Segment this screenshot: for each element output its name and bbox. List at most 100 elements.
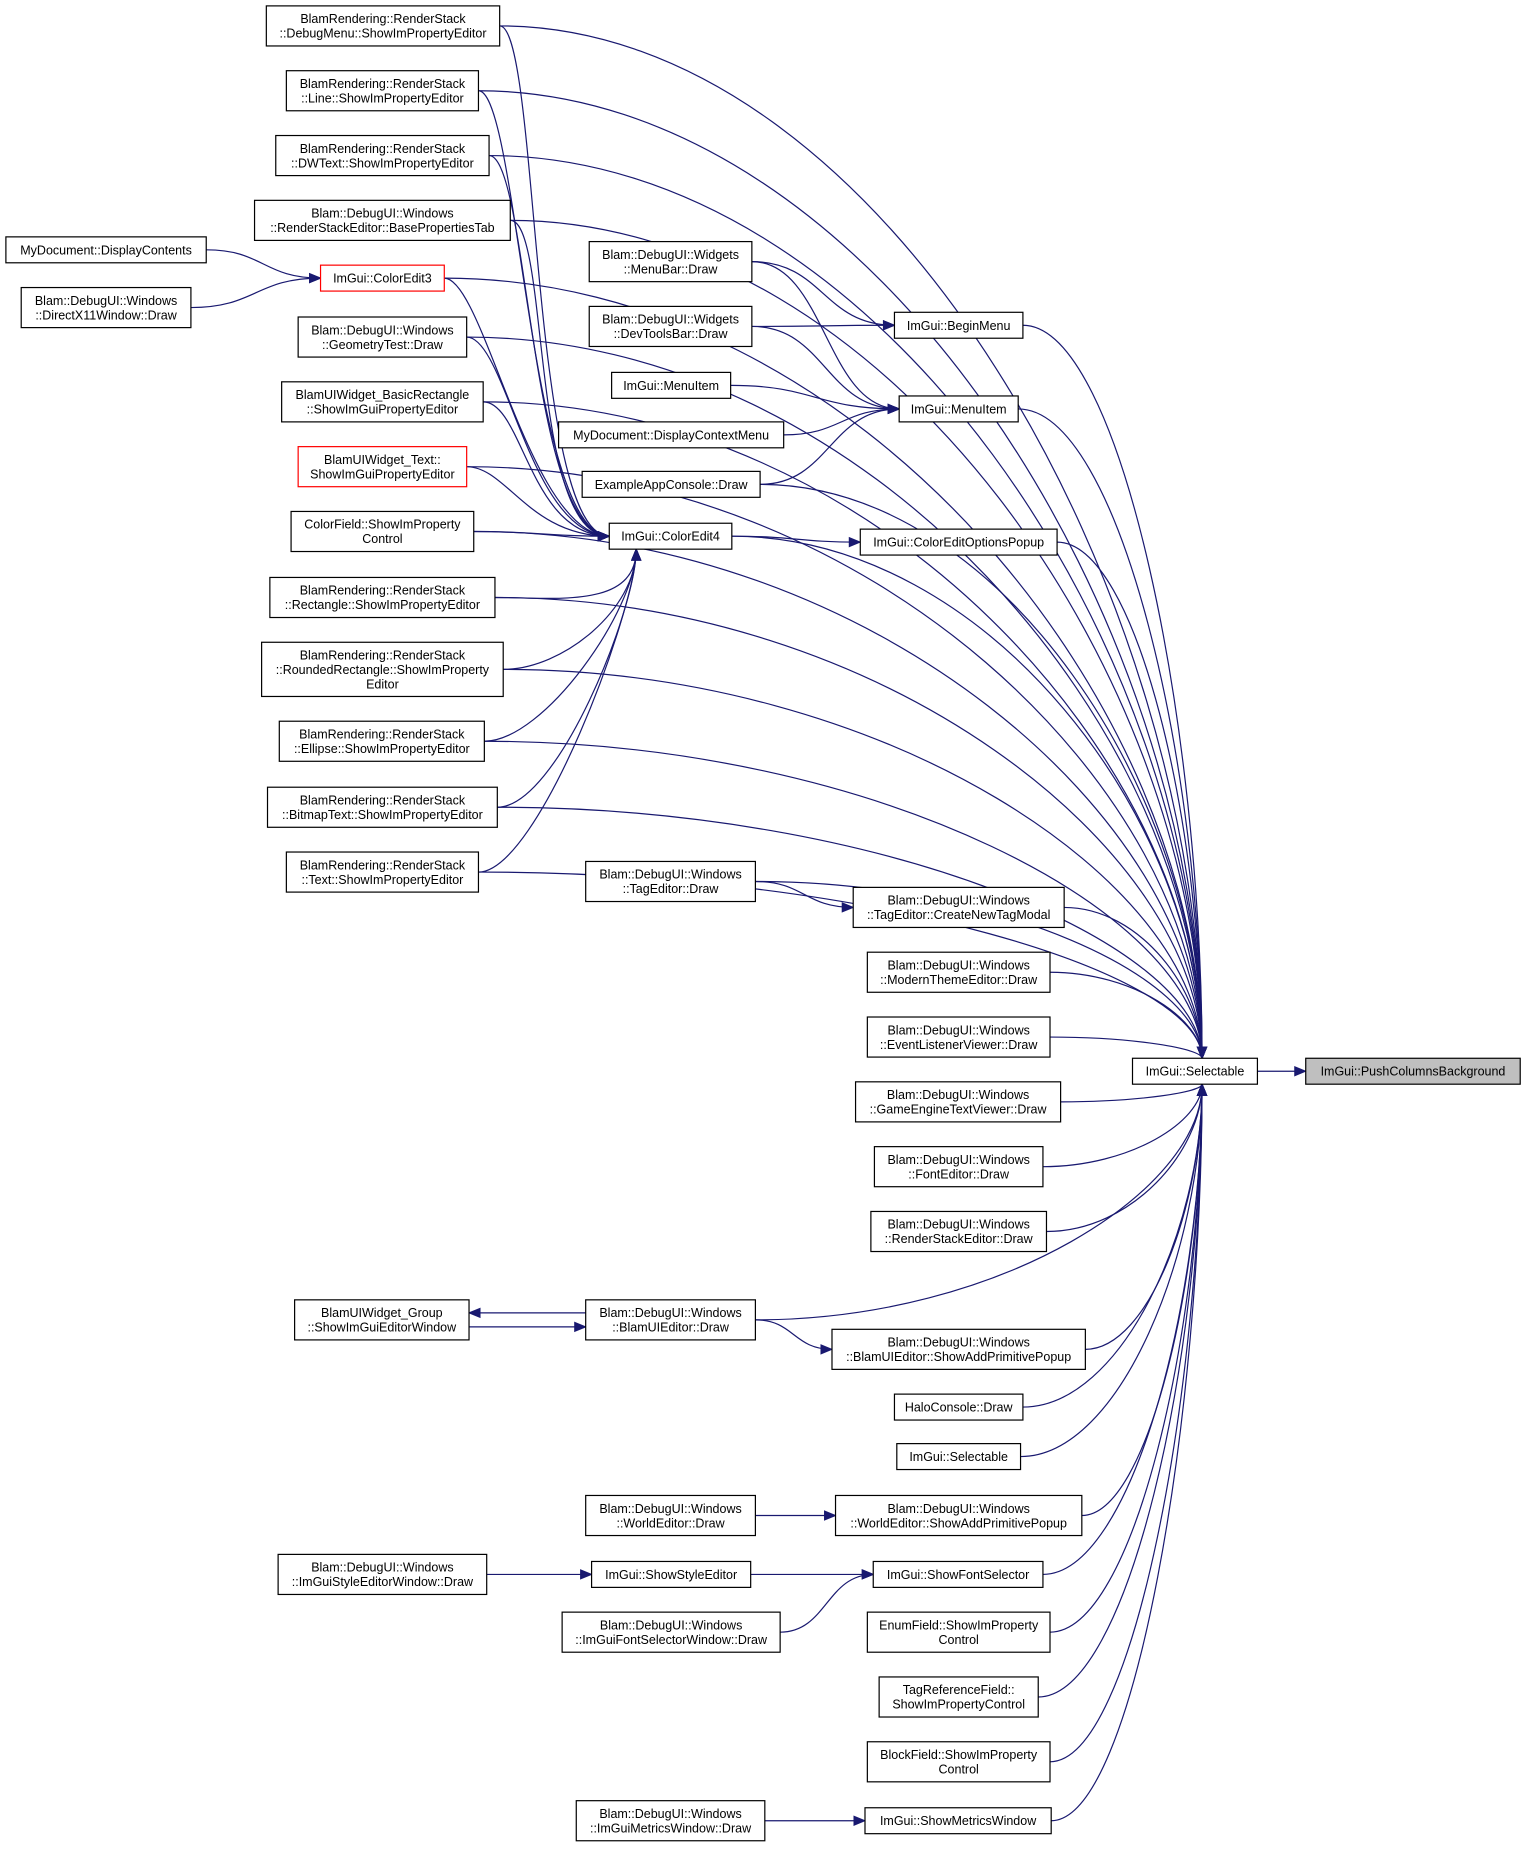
node-label: ImGui::Selectable xyxy=(1146,1065,1245,1079)
node-tagreferencefield-show[interactable]: TagReferenceField::ShowImPropertyControl xyxy=(878,1676,1039,1718)
node-label: BlamRendering::RenderStack xyxy=(300,584,466,598)
edge-coloredit3-to-selectable xyxy=(444,277,1208,1060)
edge-line xyxy=(760,408,900,485)
node-coloredit4[interactable]: ImGui::ColorEdit4 xyxy=(608,522,733,550)
edge-fontselectorwindow-draw-to-showfontselector xyxy=(780,1569,875,1633)
node-label: Blam::DebugUI::Windows xyxy=(35,294,177,308)
node-box xyxy=(585,860,756,903)
node-label: ImGui::MenuItem xyxy=(623,379,719,393)
node-push-columns-background[interactable]: ImGui::PushColumnsBackground xyxy=(1305,1057,1521,1085)
node-label: Blam::DebugUI::Windows xyxy=(887,1336,1029,1350)
node-box xyxy=(269,576,496,619)
node-label: ::RenderStackEditor::Draw xyxy=(885,1232,1034,1246)
edge-line xyxy=(783,408,900,436)
node-line-show[interactable]: BlamRendering::RenderStack::Line::ShowIm… xyxy=(285,70,480,112)
node-exampleappconsole-draw[interactable]: ExampleAppConsole::Draw xyxy=(581,470,761,498)
edge-devtoolsbar-draw-to-beginmenu xyxy=(751,320,896,331)
node-box xyxy=(893,311,1024,339)
node-label: Blam::DebugUI::Windows xyxy=(887,1023,1029,1037)
node-label: ::Ellipse::ShowImPropertyEditor xyxy=(294,742,470,756)
node-label: Blam::DebugUI::Windows xyxy=(887,1218,1029,1232)
node-box xyxy=(588,305,753,348)
node-displaycontextmenu[interactable]: MyDocument::DisplayContextMenu xyxy=(557,421,785,449)
edge-worldeditor-addprimitive-to-selectable xyxy=(1081,1082,1208,1517)
node-eventlistenerviewer-draw[interactable]: Blam::DebugUI::Windows::EventListenerVie… xyxy=(866,1016,1051,1058)
node-gameenginetextviewer-draw[interactable]: Blam::DebugUI::Windows::GameEngineTextVi… xyxy=(854,1081,1062,1123)
node-coloredit3[interactable]: ImGui::ColorEdit3 xyxy=(319,264,445,292)
node-showstyleeditor[interactable]: ImGui::ShowStyleEditor xyxy=(590,1560,752,1588)
edge-line xyxy=(780,1573,874,1633)
edge-line xyxy=(751,261,895,326)
edge-line xyxy=(444,277,610,537)
node-box xyxy=(275,134,490,177)
node-box xyxy=(585,1299,756,1341)
node-label: BlamRendering::RenderStack xyxy=(300,12,466,26)
node-styleeditorwindow-draw[interactable]: Blam::DebugUI::Windows::ImGuiStyleEditor… xyxy=(277,1553,488,1596)
node-blamuieditor-draw[interactable]: Blam::DebugUI::Windows::BlamUIEditor::Dr… xyxy=(585,1299,756,1341)
node-debugmenu-show[interactable]: BlamRendering::RenderStack::DebugMenu::S… xyxy=(265,5,501,47)
node-menuitem[interactable]: ImGui::MenuItem xyxy=(898,395,1019,423)
node-showmetricswindow[interactable]: ImGui::ShowMetricsWindow xyxy=(864,1807,1052,1835)
node-label: BlockField::ShowImProperty xyxy=(880,1748,1038,1762)
node-mydocument-displaycontents[interactable]: MyDocument::DisplayContents xyxy=(5,236,207,264)
node-colorfield-show[interactable]: ColorField::ShowImPropertyControl xyxy=(290,510,475,553)
node-text-widget-show[interactable]: BlamUIWidget_Text::ShowImGuiPropertyEdit… xyxy=(297,446,468,488)
edge-line xyxy=(1060,1083,1203,1103)
node-box xyxy=(266,786,498,828)
node-text-show[interactable]: BlamRendering::RenderStack::Text::ShowIm… xyxy=(285,851,480,893)
node-createnewtagmodal[interactable]: Blam::DebugUI::Windows::TagEditor::Creat… xyxy=(852,886,1065,929)
node-haloconsole-draw[interactable]: HaloConsole::Draw xyxy=(893,1393,1024,1421)
node-geometrytest-draw[interactable]: Blam::DebugUI::Windows::GeometryTest::Dr… xyxy=(297,316,468,358)
node-enumfield-show[interactable]: EnumField::ShowImPropertyControl xyxy=(866,1611,1051,1653)
node-tageditor-draw[interactable]: Blam::DebugUI::Windows::TagEditor::Draw xyxy=(585,860,756,903)
node-worldeditor-addprimitive[interactable]: Blam::DebugUI::Windows::WorldEditor::Sho… xyxy=(834,1494,1083,1537)
edge-line xyxy=(503,668,1203,1059)
edge-arrowhead xyxy=(824,1510,837,1521)
edge-createnewtagmodal-to-selectable xyxy=(1064,906,1208,1060)
node-renderstackeditor-base[interactable]: Blam::DebugUI::Windows::RenderStackEdito… xyxy=(253,199,511,242)
node-label: EnumField::ShowImProperty xyxy=(879,1618,1039,1632)
node-box xyxy=(294,1299,470,1341)
node-blockfield-show[interactable]: BlockField::ShowImPropertyControl xyxy=(866,1741,1051,1783)
node-group-show[interactable]: BlamUIWidget_Group::ShowImGuiEditorWindo… xyxy=(294,1299,470,1341)
node-blamuieditor-addprimitive[interactable]: Blam::DebugUI::Windows::BlamUIEditor::Sh… xyxy=(831,1328,1086,1370)
node-box xyxy=(864,1807,1052,1835)
node-modernthemeeditor-draw[interactable]: Blam::DebugUI::Windows::ModernThemeEdito… xyxy=(866,951,1051,993)
node-showfontselector[interactable]: ImGui::ShowFontSelector xyxy=(872,1560,1044,1588)
edge-coloredit4-to-coloreditoptionspopup xyxy=(731,535,862,548)
node-label: ::GameEngineTextViewer::Draw xyxy=(870,1103,1048,1117)
node-devtoolsbar-draw[interactable]: Blam::DebugUI::Widgets::DevToolsBar::Dra… xyxy=(588,305,753,348)
node-box xyxy=(277,1553,488,1596)
node-rectangle-show[interactable]: BlamRendering::RenderStack::Rectangle::S… xyxy=(269,576,496,619)
node-label: ::DirectX11Window::Draw xyxy=(35,308,177,322)
node-box xyxy=(588,240,753,283)
edge-menuitem-left-to-menuitem xyxy=(730,384,901,415)
node-renderstackeditor-draw[interactable]: Blam::DebugUI::Windows::RenderStackEdito… xyxy=(870,1210,1048,1253)
node-menubar-draw[interactable]: Blam::DebugUI::Widgets::MenuBar::Draw xyxy=(588,240,753,283)
edge-arrowhead xyxy=(841,902,855,913)
node-roundedrectangle-show[interactable]: BlamRendering::RenderStack::RoundedRecta… xyxy=(261,641,504,698)
node-fonteditor-draw[interactable]: Blam::DebugUI::Windows::FontEditor::Draw xyxy=(873,1146,1044,1188)
node-basicrectangle-show[interactable]: BlamUIWidget_BasicRectangle::ShowImGuiPr… xyxy=(281,381,484,423)
node-metricswindow-draw[interactable]: Blam::DebugUI::Windows::ImGuiMetricsWind… xyxy=(575,1800,766,1842)
node-worldeditor-draw[interactable]: Blam::DebugUI::Windows::WorldEditor::Dra… xyxy=(585,1494,756,1537)
edge-ellipse-show-to-coloredit4 xyxy=(484,547,642,742)
node-selectable-overload[interactable]: ImGui::Selectable xyxy=(896,1443,1022,1471)
edge-arrowhead xyxy=(1294,1065,1308,1077)
node-box xyxy=(561,1611,781,1653)
node-fontselectorwindow-draw[interactable]: Blam::DebugUI::Windows::ImGuiFontSelecto… xyxy=(561,1611,781,1653)
node-beginmenu[interactable]: ImGui::BeginMenu xyxy=(893,311,1024,339)
node-bitmaptext-show[interactable]: BlamRendering::RenderStack::BitmapText::… xyxy=(266,786,498,828)
edge-arrowhead xyxy=(861,1569,875,1580)
edge-line xyxy=(731,535,861,543)
node-directx11window-draw[interactable]: Blam::DebugUI::Windows::DirectX11Window:… xyxy=(20,286,192,329)
node-menuitem-left[interactable]: ImGui::MenuItem xyxy=(611,371,732,399)
node-coloreditoptionspopup[interactable]: ImGui::ColorEditOptionsPopup xyxy=(859,528,1058,556)
node-label: MyDocument::DisplayContextMenu xyxy=(573,428,769,442)
node-dwtext-show[interactable]: BlamRendering::RenderStack::DWText::Show… xyxy=(275,134,490,177)
node-ellipse-show[interactable]: BlamRendering::RenderStack::Ellipse::Sho… xyxy=(278,720,485,762)
edge-colorfield-show-to-coloredit4 xyxy=(473,530,611,542)
edge-rectangle-show-to-selectable xyxy=(494,596,1208,1060)
node-selectable[interactable]: ImGui::Selectable xyxy=(1131,1057,1259,1085)
